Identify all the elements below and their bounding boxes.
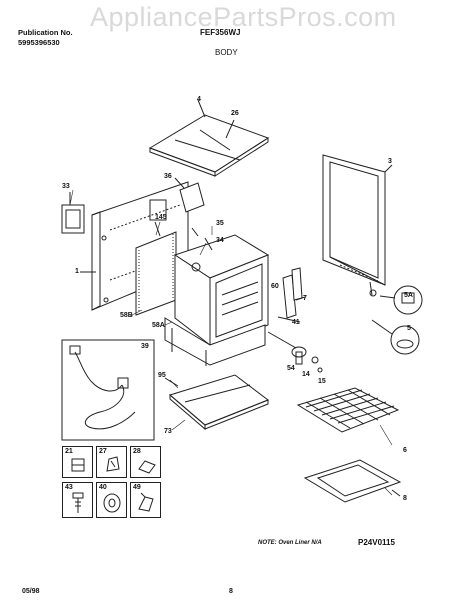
broiler-pan-part	[303, 459, 402, 503]
callout-60: 60	[271, 283, 279, 290]
door-stop-clip-part	[369, 281, 423, 315]
callout-58A: 58A	[152, 322, 165, 329]
hardware-box-49: 49	[130, 482, 161, 518]
note-text: NOTE: Oven Liner N/A	[258, 540, 322, 546]
hardware-box-27: 27	[96, 446, 127, 478]
hardware-box-label: 40	[99, 484, 107, 491]
leveling-leg-part	[267, 331, 323, 373]
footer-page-number: 8	[229, 588, 233, 595]
publication-number: 5995396530	[18, 38, 60, 47]
callout-36: 36	[164, 173, 172, 180]
power-cord-panel	[61, 339, 155, 441]
top-panel-part	[148, 99, 270, 177]
oven-cavity-part	[173, 227, 270, 347]
callout-8: 8	[403, 495, 407, 502]
callout-58B: 58B	[120, 312, 133, 319]
callout-26: 26	[231, 110, 239, 117]
callout-33: 33	[62, 183, 70, 190]
power-cord-part	[69, 345, 136, 430]
callout-73: 73	[164, 428, 172, 435]
callout-54: 54	[287, 365, 295, 372]
callout-7: 7	[303, 295, 307, 302]
vent-duct-part	[174, 177, 205, 213]
oven-rack-part	[296, 387, 400, 433]
callout-35: 35	[216, 220, 224, 227]
callout-5A: 5A	[404, 292, 413, 299]
callout-6: 6	[403, 447, 407, 454]
figure-code: P24V0115	[358, 538, 395, 547]
drawer-bottom-part	[164, 374, 270, 431]
hinge-part	[277, 267, 306, 323]
callout-5: 5	[407, 325, 411, 332]
hardware-box-label: 43	[65, 484, 73, 491]
model-number: FEF356WJ	[200, 28, 241, 37]
callout-41: 41	[292, 319, 300, 326]
hardware-box-label: 21	[65, 448, 73, 455]
hardware-box-40: 40	[96, 482, 127, 518]
section-title: BODY	[215, 48, 238, 57]
callout-15: 15	[318, 378, 326, 385]
callout-14: 14	[302, 371, 310, 378]
hardware-box-label: 27	[99, 448, 107, 455]
hardware-box-43: 43	[62, 482, 93, 518]
callout-39: 39	[141, 343, 149, 350]
callout-1: 1	[75, 268, 79, 275]
clip-icon	[106, 456, 120, 472]
bumper-part	[371, 319, 420, 355]
footer-date: 05/98	[22, 588, 40, 595]
lower-frame-part	[164, 317, 266, 366]
callout-95: 95	[158, 372, 166, 379]
side-panel-part	[322, 154, 393, 286]
callout-3: 3	[388, 158, 392, 165]
screw-icon	[71, 458, 85, 472]
callout-4: 4	[197, 96, 201, 103]
hardware-box-label: 28	[133, 448, 141, 455]
bolt-icon	[72, 492, 84, 513]
watermark: AppliancePartsPros.com	[90, 2, 397, 32]
bracket-icon	[138, 460, 156, 474]
hardware-box-21: 21	[62, 446, 93, 478]
terminal-block-part	[61, 192, 85, 234]
hardware-box-label: 49	[133, 484, 141, 491]
grommet-icon	[103, 493, 121, 513]
spring-clip-icon	[138, 492, 154, 512]
callout-145: 145	[155, 214, 167, 221]
leader-lines	[69, 189, 393, 496]
publication-label: Publication No.	[18, 28, 73, 37]
hardware-box-28: 28	[130, 446, 161, 478]
callout-34: 34	[216, 237, 224, 244]
